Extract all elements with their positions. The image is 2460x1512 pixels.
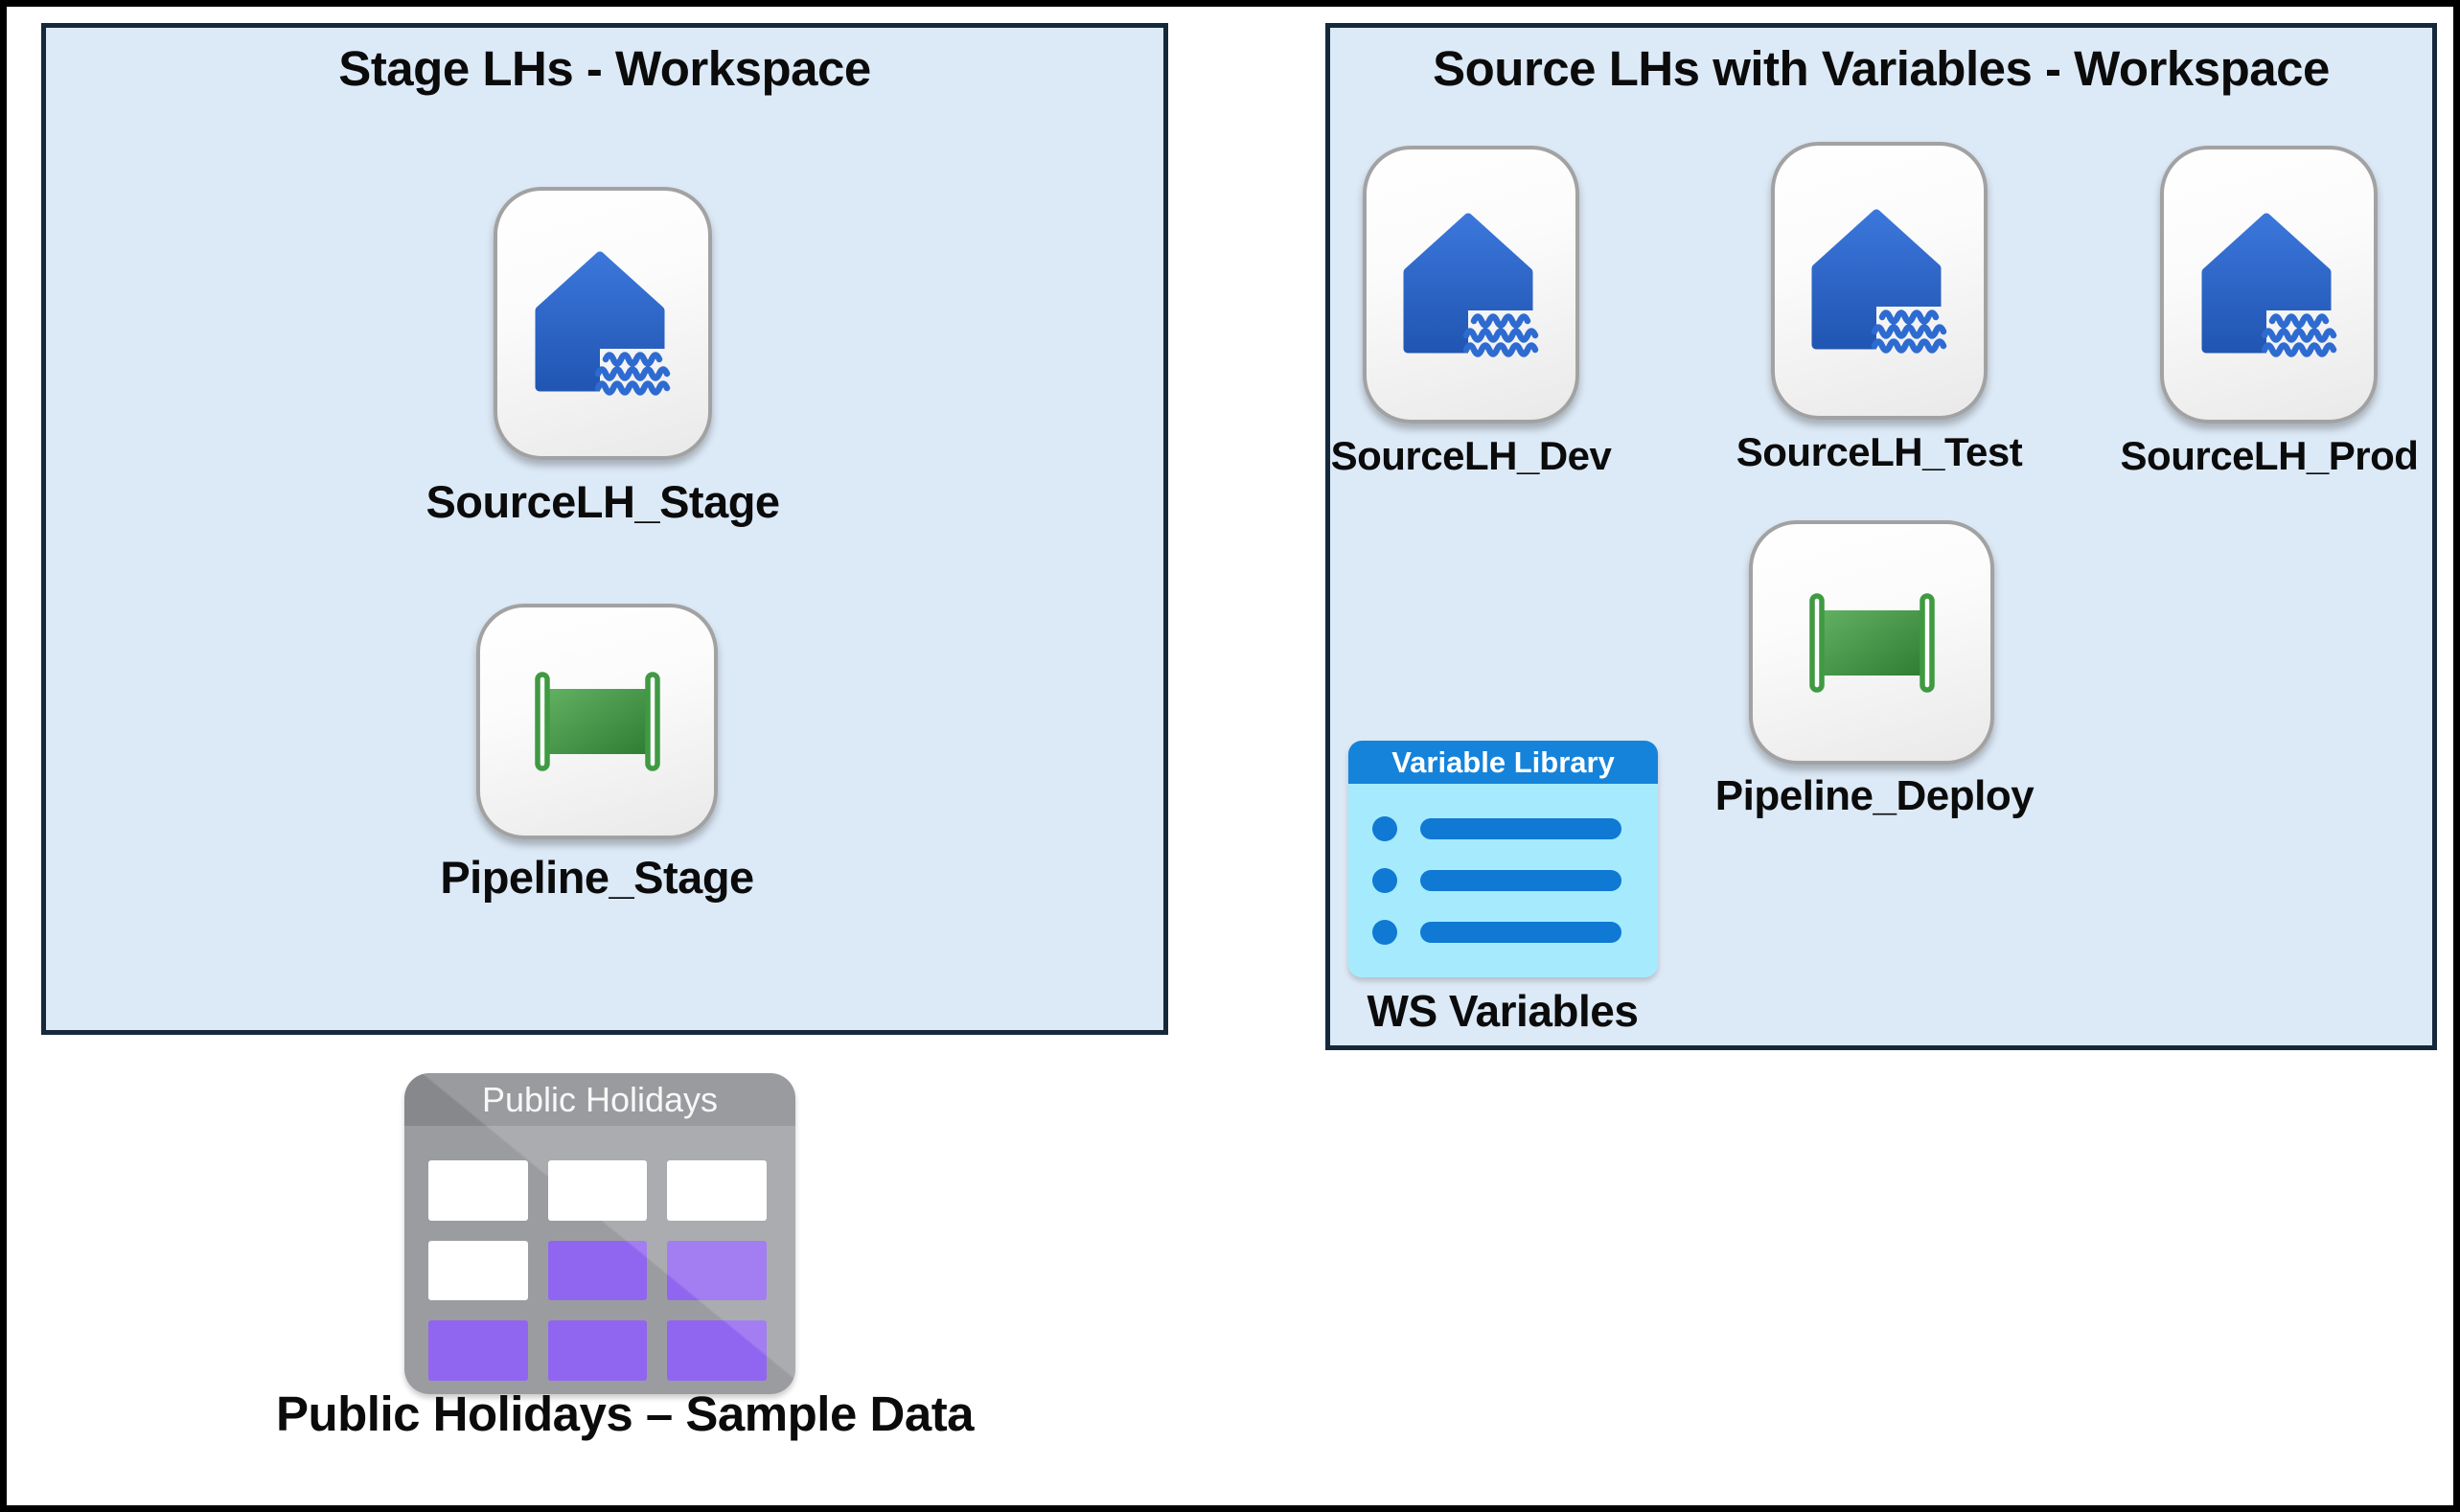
stage-workspace-title: Stage LHs - Workspace bbox=[338, 41, 871, 96]
variable-row bbox=[1372, 920, 1621, 945]
variable-bar bbox=[1420, 818, 1621, 839]
public-holidays-table-title: Public Holidays bbox=[404, 1073, 795, 1126]
variable-row bbox=[1372, 816, 1621, 841]
lakehouse-glyph bbox=[535, 251, 671, 396]
pipeline-glyph bbox=[1808, 592, 1935, 693]
pipeline-icon bbox=[476, 604, 718, 839]
variable-bullet-icon bbox=[1372, 868, 1397, 893]
table-cell-white bbox=[428, 1160, 528, 1221]
variable-bar bbox=[1420, 870, 1621, 891]
table-cell-purple bbox=[667, 1320, 767, 1381]
lakehouse-icon bbox=[2160, 146, 2378, 424]
variable-library-icon-title: Variable Library bbox=[1348, 741, 1658, 784]
item-label-sourcelh-prod: SourceLH_Prod bbox=[2120, 433, 2419, 478]
pipeline-icon bbox=[1749, 520, 1994, 765]
lakehouse-glyph bbox=[2201, 213, 2336, 357]
item-label-sourcelh-dev: SourceLH_Dev bbox=[1330, 433, 1612, 478]
table-cell-purple bbox=[547, 1240, 648, 1301]
variable-library-icon: Variable Library bbox=[1348, 741, 1658, 977]
table-cell-purple bbox=[667, 1240, 767, 1301]
item-label-sourcelh-test: SourceLH_Test bbox=[1736, 429, 2023, 474]
variable-bullet-icon bbox=[1372, 816, 1397, 841]
table-cell-purple bbox=[547, 1320, 648, 1381]
item-label-pipeline-stage: Pipeline_Stage bbox=[440, 852, 754, 903]
source-workspace-title: Source LHs with Variables - Workspace bbox=[1433, 41, 2330, 96]
variable-bullet-icon bbox=[1372, 920, 1397, 945]
table-cell-white bbox=[667, 1160, 767, 1221]
lakehouse-icon bbox=[1363, 146, 1579, 424]
lakehouse-icon bbox=[1771, 142, 1988, 420]
item-label-ws-variables: WS Variables bbox=[1367, 986, 1639, 1036]
pipeline-glyph bbox=[534, 672, 660, 771]
variable-row bbox=[1372, 868, 1621, 893]
lakehouse-icon bbox=[494, 187, 712, 460]
item-label-pipeline-deploy: Pipeline_Deploy bbox=[1714, 772, 2035, 819]
public-holidays-table-icon: Public Holidays bbox=[404, 1073, 795, 1394]
item-label-public-holidays: Public Holidays – Sample Data bbox=[275, 1386, 975, 1441]
lakehouse-glyph bbox=[1403, 213, 1539, 357]
table-cell-white bbox=[547, 1160, 648, 1221]
lakehouse-glyph bbox=[1811, 209, 1947, 354]
table-cell-white bbox=[428, 1240, 528, 1301]
variable-bar bbox=[1420, 922, 1621, 943]
public-holidays-table-grid bbox=[404, 1126, 795, 1394]
table-cell-purple bbox=[428, 1320, 528, 1381]
item-label-sourcelh-stage: SourceLH_Stage bbox=[425, 476, 780, 527]
variable-library-rows bbox=[1348, 784, 1658, 977]
